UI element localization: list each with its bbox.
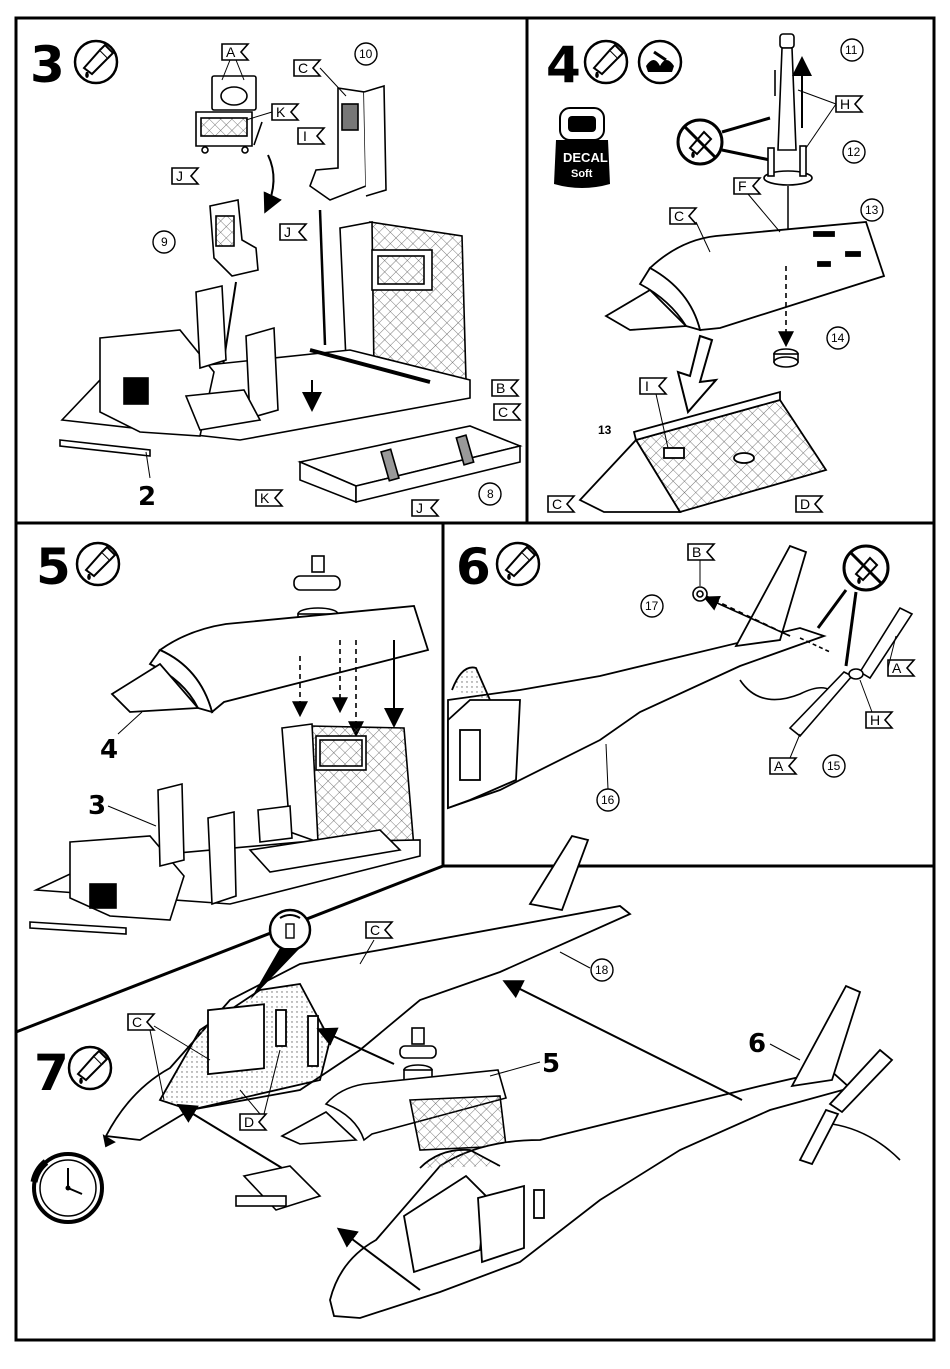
glue-tube-icon <box>75 41 117 83</box>
rotor-mast-part-11 <box>775 34 802 150</box>
decal-water-icon <box>639 41 681 83</box>
svg-text:H: H <box>840 96 850 112</box>
svg-text:J: J <box>416 500 423 516</box>
svg-text:D: D <box>800 496 810 512</box>
svg-text:8: 8 <box>487 487 494 501</box>
svg-text:K: K <box>276 104 286 120</box>
svg-text:H: H <box>870 712 880 728</box>
svg-text:F: F <box>738 178 747 194</box>
svg-text:14: 14 <box>831 331 845 345</box>
step-4-panel: 4 DECAL Soft <box>546 34 884 512</box>
swashplate-part-12 <box>764 146 812 185</box>
step-number: 5 <box>36 538 71 596</box>
svg-text:Soft: Soft <box>571 168 593 180</box>
clock-icon <box>34 1154 102 1222</box>
glue-tube-icon <box>69 1047 111 1089</box>
svg-text:J: J <box>284 224 291 240</box>
svg-text:C: C <box>498 404 508 420</box>
svg-text:C: C <box>298 60 308 76</box>
svg-text:A: A <box>226 44 236 60</box>
svg-text:10: 10 <box>359 47 373 61</box>
tail-boom-part-16 <box>448 546 824 808</box>
svg-text:A: A <box>892 660 902 676</box>
svg-text:17: 17 <box>645 599 659 613</box>
svg-text:K: K <box>260 490 270 506</box>
step-number: 7 <box>34 1044 69 1102</box>
svg-text:DECAL: DECAL <box>563 150 608 165</box>
assembly-ref-6: 6 <box>748 1029 766 1059</box>
big-arrow <box>678 336 716 412</box>
svg-text:12: 12 <box>847 145 861 159</box>
cabin-roof <box>112 606 428 712</box>
part-number-callouts <box>827 39 883 349</box>
part-14-washer <box>774 349 798 367</box>
glue-tube-icon <box>77 543 119 585</box>
cabin-roof <box>606 222 884 330</box>
step-6-panel: 6 B A H <box>448 538 914 811</box>
glue-tube-icon <box>497 543 539 585</box>
curved-arrow <box>266 155 274 210</box>
step-number: 6 <box>456 538 491 596</box>
svg-text:13: 13 <box>865 203 879 217</box>
svg-text:11: 11 <box>845 43 858 57</box>
no-glue-icon <box>844 546 888 590</box>
svg-text:C: C <box>132 1014 142 1030</box>
svg-text:A: A <box>774 758 784 774</box>
no-glue-icon <box>678 120 722 164</box>
step-number: 3 <box>30 36 65 94</box>
svg-text:9: 9 <box>161 235 168 249</box>
svg-text:13: 13 <box>598 423 612 437</box>
svg-text:I: I <box>645 378 649 394</box>
cabin-assembly <box>30 724 420 934</box>
svg-text:I: I <box>303 128 307 144</box>
part-9-seat-back <box>210 200 258 276</box>
svg-text:15: 15 <box>827 759 841 773</box>
instrument-panel-part <box>196 76 262 153</box>
svg-text:C: C <box>552 496 562 512</box>
decal-soft-bottle: DECAL Soft <box>554 108 610 188</box>
assembly-ref-2: 2 <box>138 482 156 512</box>
assembly-ref-5: 5 <box>542 1049 560 1079</box>
step-3-panel: 3 <box>30 36 520 516</box>
glue-magnifier <box>270 910 310 950</box>
part-17-nut <box>693 587 707 601</box>
svg-text:C: C <box>370 922 380 938</box>
glue-tube-icon <box>585 41 627 83</box>
assembly-ref-3: 3 <box>88 791 106 821</box>
svg-text:J: J <box>176 168 183 184</box>
svg-text:18: 18 <box>595 963 609 977</box>
svg-text:B: B <box>692 544 701 560</box>
svg-text:B: B <box>496 380 505 396</box>
cabin-floor <box>580 392 826 512</box>
assembly-ref-4: 4 <box>100 735 118 765</box>
step-5-panel: 5 <box>30 538 428 934</box>
svg-text:16: 16 <box>601 793 615 807</box>
step-number: 4 <box>546 36 581 94</box>
svg-text:C: C <box>674 208 684 224</box>
svg-text:D: D <box>244 1114 254 1130</box>
